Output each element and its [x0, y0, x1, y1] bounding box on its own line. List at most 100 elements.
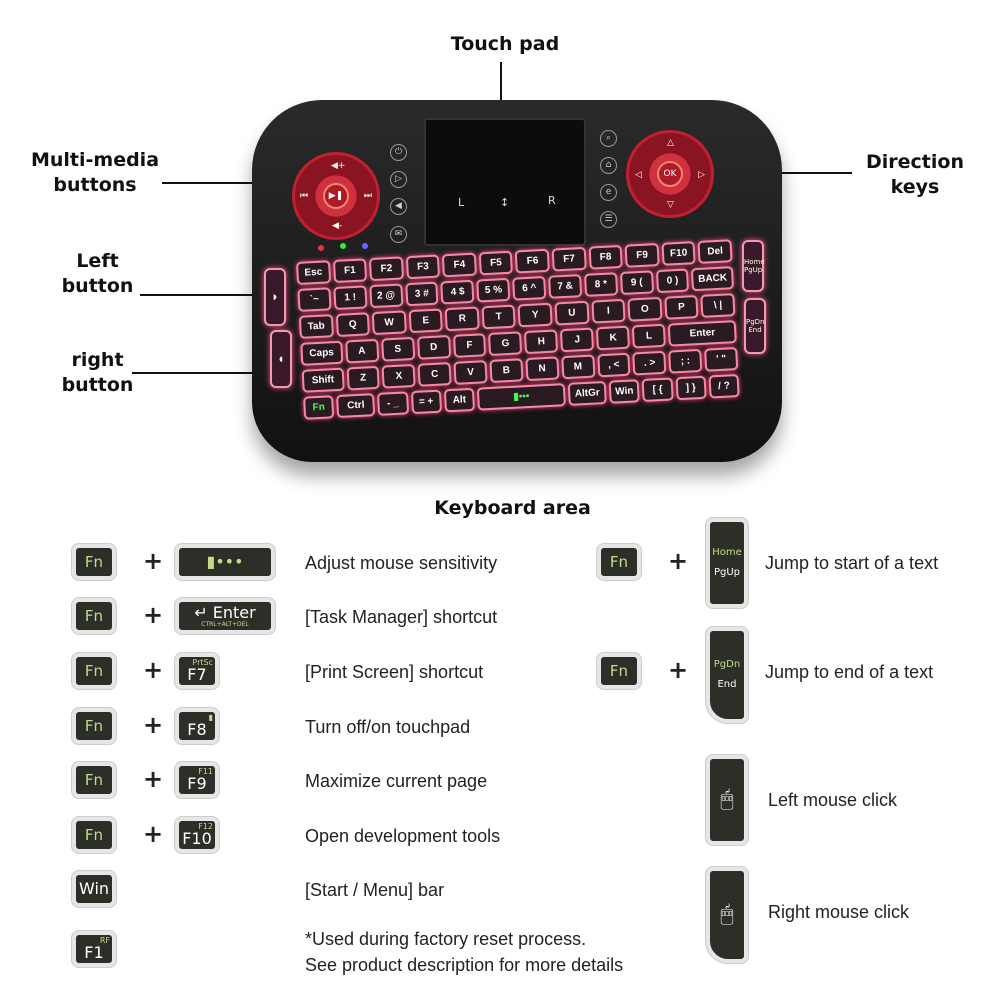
key[interactable]: Del — [697, 239, 733, 264]
key[interactable]: `~ — [297, 287, 332, 312]
key[interactable]: A — [344, 338, 379, 364]
up-arrow-icon[interactable]: △ — [667, 138, 674, 148]
key[interactable]: G — [488, 331, 523, 356]
key[interactable]: ' " — [704, 347, 739, 372]
key[interactable]: L — [632, 323, 667, 349]
volume-down-icon[interactable]: ◀- — [332, 221, 343, 231]
home-icon[interactable]: ⌂ — [600, 157, 617, 174]
right-mouse-button[interactable]: ◖ — [270, 330, 292, 388]
volume-up-icon[interactable]: ◀+ — [331, 161, 346, 171]
next-icon[interactable]: ⏭ — [363, 191, 372, 201]
search-icon[interactable]: ⌕ — [600, 130, 617, 147]
shortcut-key: Win — [72, 871, 116, 907]
key[interactable]: 7 & — [548, 274, 583, 299]
key[interactable]: J — [560, 327, 595, 353]
left-mouse-button[interactable]: ◗ — [264, 268, 286, 326]
key[interactable]: D — [416, 335, 451, 360]
key[interactable]: Y — [517, 302, 553, 328]
key[interactable]: Z — [346, 365, 381, 391]
key[interactable]: Alt — [443, 387, 476, 413]
key[interactable]: . > — [632, 350, 667, 376]
touchpad[interactable]: L ↕ R — [424, 118, 586, 246]
key[interactable]: W — [371, 310, 407, 336]
key[interactable]: F1 — [332, 258, 368, 284]
key[interactable]: 1 ! — [333, 285, 368, 311]
key[interactable]: Win — [608, 379, 641, 404]
key[interactable]: S — [380, 336, 415, 362]
key[interactable]: AltGr — [567, 380, 607, 406]
key[interactable]: Q — [335, 312, 371, 337]
key[interactable]: F7 — [551, 246, 587, 272]
key[interactable]: F9 — [624, 243, 660, 268]
key[interactable]: C — [417, 362, 452, 387]
direction-keys[interactable]: OK △ ▽ ◁ ▷ — [626, 130, 714, 218]
key[interactable]: B — [489, 358, 524, 383]
down-arrow-icon[interactable]: ▽ — [667, 200, 674, 210]
key[interactable]: = + — [410, 389, 442, 415]
menu-icon[interactable]: ☰ — [600, 211, 617, 228]
key-sublabel: F11 — [198, 767, 213, 776]
ok-button[interactable]: OK — [657, 161, 683, 187]
key[interactable]: F — [452, 333, 487, 358]
key[interactable]: 6 ^ — [512, 275, 547, 301]
key[interactable]: Caps — [300, 340, 344, 366]
key[interactable]: U — [554, 300, 590, 326]
key[interactable]: H — [524, 329, 559, 355]
key[interactable]: K — [596, 325, 631, 351]
key[interactable]: F2 — [369, 256, 404, 282]
fn-key: Fn — [72, 544, 116, 580]
key[interactable]: , < — [596, 352, 631, 378]
key[interactable]: I — [591, 298, 626, 324]
key[interactable]: BACK — [691, 266, 734, 292]
key[interactable]: Fn — [303, 395, 335, 420]
key[interactable]: P — [664, 295, 699, 320]
key[interactable]: 4 $ — [440, 279, 475, 305]
key[interactable]: / ? — [708, 373, 740, 399]
key[interactable]: F6 — [515, 248, 550, 274]
multimedia-buttons[interactable]: ▶❚ ◀+ ◀- ⏮ ⏭ — [292, 152, 380, 240]
key[interactable]: ] } — [675, 375, 707, 401]
key[interactable]: 5 % — [476, 277, 511, 303]
key[interactable]: 8 * — [583, 272, 618, 297]
play-pause-icon[interactable]: ▶❚ — [323, 183, 349, 209]
key[interactable]: F5 — [478, 250, 514, 276]
key[interactable]: F3 — [405, 254, 441, 280]
key[interactable]: Shift — [301, 367, 345, 393]
key[interactable]: \ | — [700, 293, 736, 318]
key[interactable]: 3 # — [404, 281, 439, 307]
key[interactable]: 9 ( — [619, 270, 654, 296]
key[interactable]: R — [444, 306, 480, 332]
key[interactable]: ▮••• — [476, 383, 566, 411]
key[interactable]: 2 @ — [369, 283, 404, 309]
power-icon[interactable]: ⏻ — [390, 144, 407, 161]
key[interactable]: V — [453, 360, 488, 385]
previous-icon[interactable]: ⏮ — [300, 191, 309, 201]
key[interactable]: Ctrl — [336, 393, 376, 419]
browser-icon[interactable]: e — [600, 184, 617, 201]
key[interactable]: F4 — [442, 252, 477, 278]
key[interactable]: ; : — [668, 348, 703, 374]
key[interactable]: F8 — [588, 244, 623, 270]
key[interactable]: T — [481, 304, 517, 330]
left-arrow-icon[interactable]: ◁ — [635, 170, 642, 180]
key[interactable]: Enter — [667, 320, 737, 347]
key[interactable]: Esc — [296, 260, 331, 285]
key[interactable]: 0 ) — [655, 268, 690, 294]
key[interactable]: F10 — [661, 241, 697, 266]
key[interactable]: [ { — [641, 377, 674, 403]
key[interactable]: X — [381, 363, 416, 389]
key[interactable]: M — [560, 354, 595, 380]
key[interactable]: Tab — [298, 314, 334, 339]
key[interactable]: E — [408, 308, 444, 334]
key[interactable]: - _ — [377, 391, 409, 416]
key[interactable]: N — [525, 356, 560, 382]
mail-icon[interactable]: ✉ — [390, 226, 407, 243]
right-arrow-icon[interactable]: ▷ — [698, 170, 705, 180]
key[interactable]: O — [627, 296, 663, 322]
media-icon[interactable]: ▷ — [390, 171, 407, 188]
mute-icon[interactable]: ◀ — [390, 198, 407, 215]
